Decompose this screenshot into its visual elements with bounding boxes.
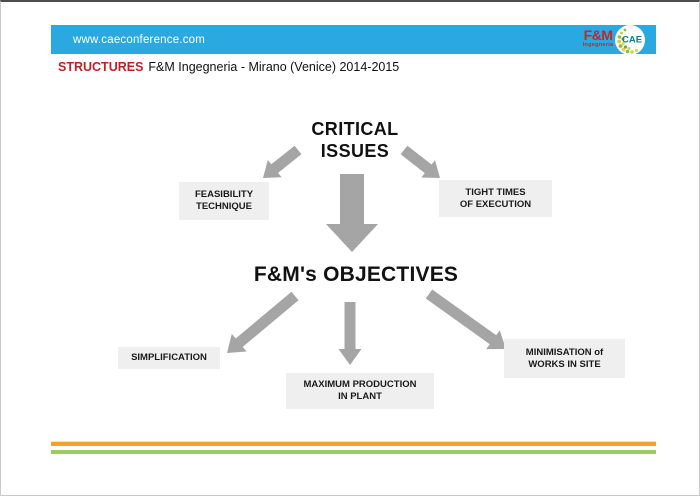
box-maximum-production-in-plant: MAXIMUM PRODUCTION IN PLANT — [286, 373, 434, 409]
slide-title-text: F&M Ingegneria - Mirano (Venice) 2014-20… — [148, 60, 400, 74]
objectives-heading: F&M's OBJECTIVES — [253, 263, 459, 286]
footer-stripe-orange — [51, 442, 656, 446]
cae-logo-text: CAE — [622, 35, 642, 46]
arrow-objectives-to-max-production — [338, 302, 362, 365]
fm-logo-subtext: Ingegneria — [582, 42, 614, 48]
conference-url-link[interactable]: www.caeconference.com — [73, 33, 206, 46]
box-tight-times-of-execution: TIGHT TIMES OF EXECUTION — [439, 180, 552, 217]
arrow-objectives-to-minimisation — [425, 289, 506, 350]
header-bar: www.caeconference.com — [51, 25, 656, 54]
footer-stripe-green — [51, 450, 656, 454]
cae-logo: CAE — [614, 24, 646, 61]
critical-issues-heading: CRITICAL ISSUES — [311, 119, 399, 161]
footer-stripe-pale — [51, 441, 656, 442]
slide-title-emphasis: STRUCTURES — [58, 60, 144, 74]
arrow-objectives-to-simplification — [227, 291, 299, 353]
arrow-critical-to-objectives — [326, 174, 378, 252]
box-feasibility-technique: FEASIBILITY TECHNIQUE — [179, 182, 269, 220]
cae-logo-icon: CAE — [615, 25, 645, 55]
slide-title: STRUCTURES F&M Ingegneria - Mirano (Venic… — [58, 60, 399, 74]
fm-ingegneria-logo: F&M Ingegneria — [578, 28, 618, 49]
box-simplification: SIMPLIFICATION — [118, 347, 220, 369]
fm-logo-text: F&M — [583, 27, 613, 43]
box-minimisation-of-works-in-site: MINIMISATION of WORKS IN SITE — [504, 339, 625, 378]
